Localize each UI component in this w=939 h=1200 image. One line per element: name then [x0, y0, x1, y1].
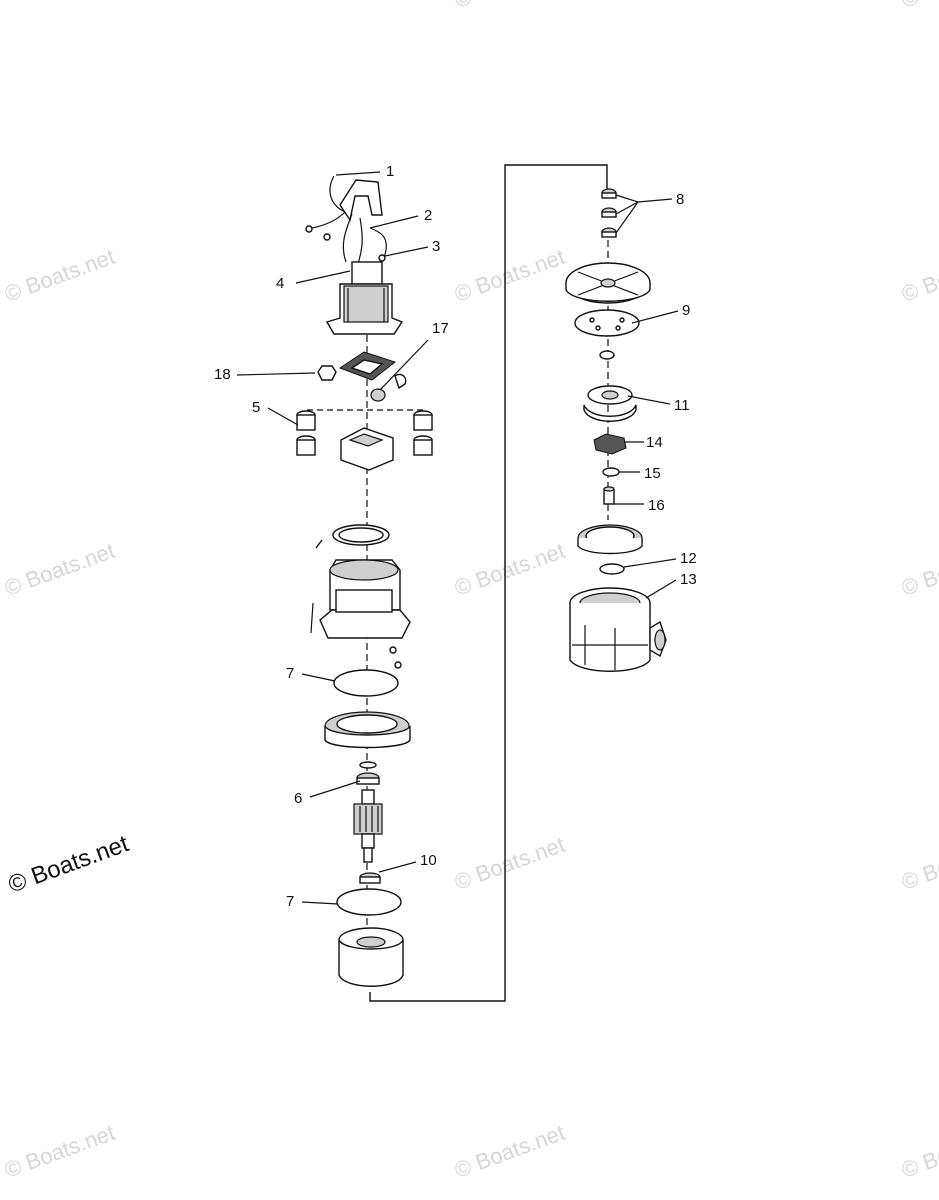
- part-13-pump-base: [569, 587, 667, 672]
- callout-18: 18: [214, 366, 231, 383]
- watermark: © Boats.net: [451, 832, 568, 895]
- part-3-terminal: [378, 254, 386, 262]
- watermark: © Boats.net: [898, 538, 939, 601]
- part-10-bearing: [359, 872, 381, 884]
- flange-ring: [324, 711, 411, 749]
- part-9-gasket: [574, 309, 640, 337]
- part-16-pin: [603, 486, 615, 505]
- watermark: © Boats.net: [1, 538, 118, 601]
- callouts-group: 1 2 3 4 17 18 5 7 6 10 7 8: [214, 163, 697, 910]
- watermark: © Boats.net: [898, 832, 939, 895]
- part-15-washer: [602, 467, 620, 477]
- callout-1: 1: [386, 163, 394, 180]
- watermark: © Boats.net: [1, 244, 118, 307]
- part-6-bearing: [356, 761, 380, 785]
- callout-5: 5: [252, 399, 260, 416]
- callout-4: 4: [276, 275, 284, 292]
- part-11-impeller-housing: [583, 385, 637, 422]
- callout-9: 9: [682, 302, 690, 319]
- part-18-cap: [317, 365, 337, 381]
- end-bell: [338, 927, 404, 987]
- watermark: © Boats.net: [451, 1120, 568, 1183]
- watermark: © Boats.net: [451, 244, 568, 307]
- part-7-o-ring-upper: [333, 669, 399, 697]
- brush-plate: [338, 351, 397, 381]
- callout-13: 13: [680, 571, 697, 588]
- watermark: © Boats.net: [898, 244, 939, 307]
- watermark-bold: © Boats.net: [5, 830, 133, 898]
- callout-6: 6: [294, 790, 302, 807]
- watermark: © Boats.net: [451, 0, 568, 13]
- callout-17: 17: [432, 320, 449, 337]
- callout-15: 15: [644, 465, 661, 482]
- part-7-o-ring-lower: [336, 888, 402, 916]
- callout-7-upper: 7: [286, 665, 294, 682]
- motor-housing: [310, 524, 411, 669]
- callout-7-lower: 7: [286, 893, 294, 910]
- callout-10: 10: [420, 852, 437, 869]
- pump-cover: [565, 262, 651, 304]
- watermark: © Boats.net: [898, 1120, 939, 1183]
- callout-2: 2: [424, 207, 432, 224]
- watermark: © Boats.net: [1, 1120, 118, 1183]
- assembly-connector-line: [369, 164, 608, 1002]
- part-1-wire-harness: [305, 175, 383, 265]
- pump-ring: [577, 524, 643, 555]
- callout-11: 11: [674, 397, 690, 414]
- part-12-o-ring: [599, 563, 625, 575]
- watermark: © Boats.net: [451, 538, 568, 601]
- callout-16: 16: [648, 497, 665, 514]
- part-4-motor-cap: [325, 261, 404, 335]
- brush-block: [340, 427, 394, 471]
- part-17-brush-holder: [370, 373, 407, 402]
- part-8-fasteners: [601, 188, 617, 238]
- callout-12: 12: [680, 550, 697, 567]
- part-5-brushes: [296, 409, 433, 456]
- seal: [599, 350, 615, 360]
- callout-14: 14: [646, 434, 663, 451]
- armature-shaft: [353, 789, 383, 863]
- part-14-impeller: [593, 433, 627, 455]
- callout-8: 8: [676, 191, 684, 208]
- callout-3: 3: [432, 238, 440, 255]
- watermark: © Boats.net: [898, 0, 939, 13]
